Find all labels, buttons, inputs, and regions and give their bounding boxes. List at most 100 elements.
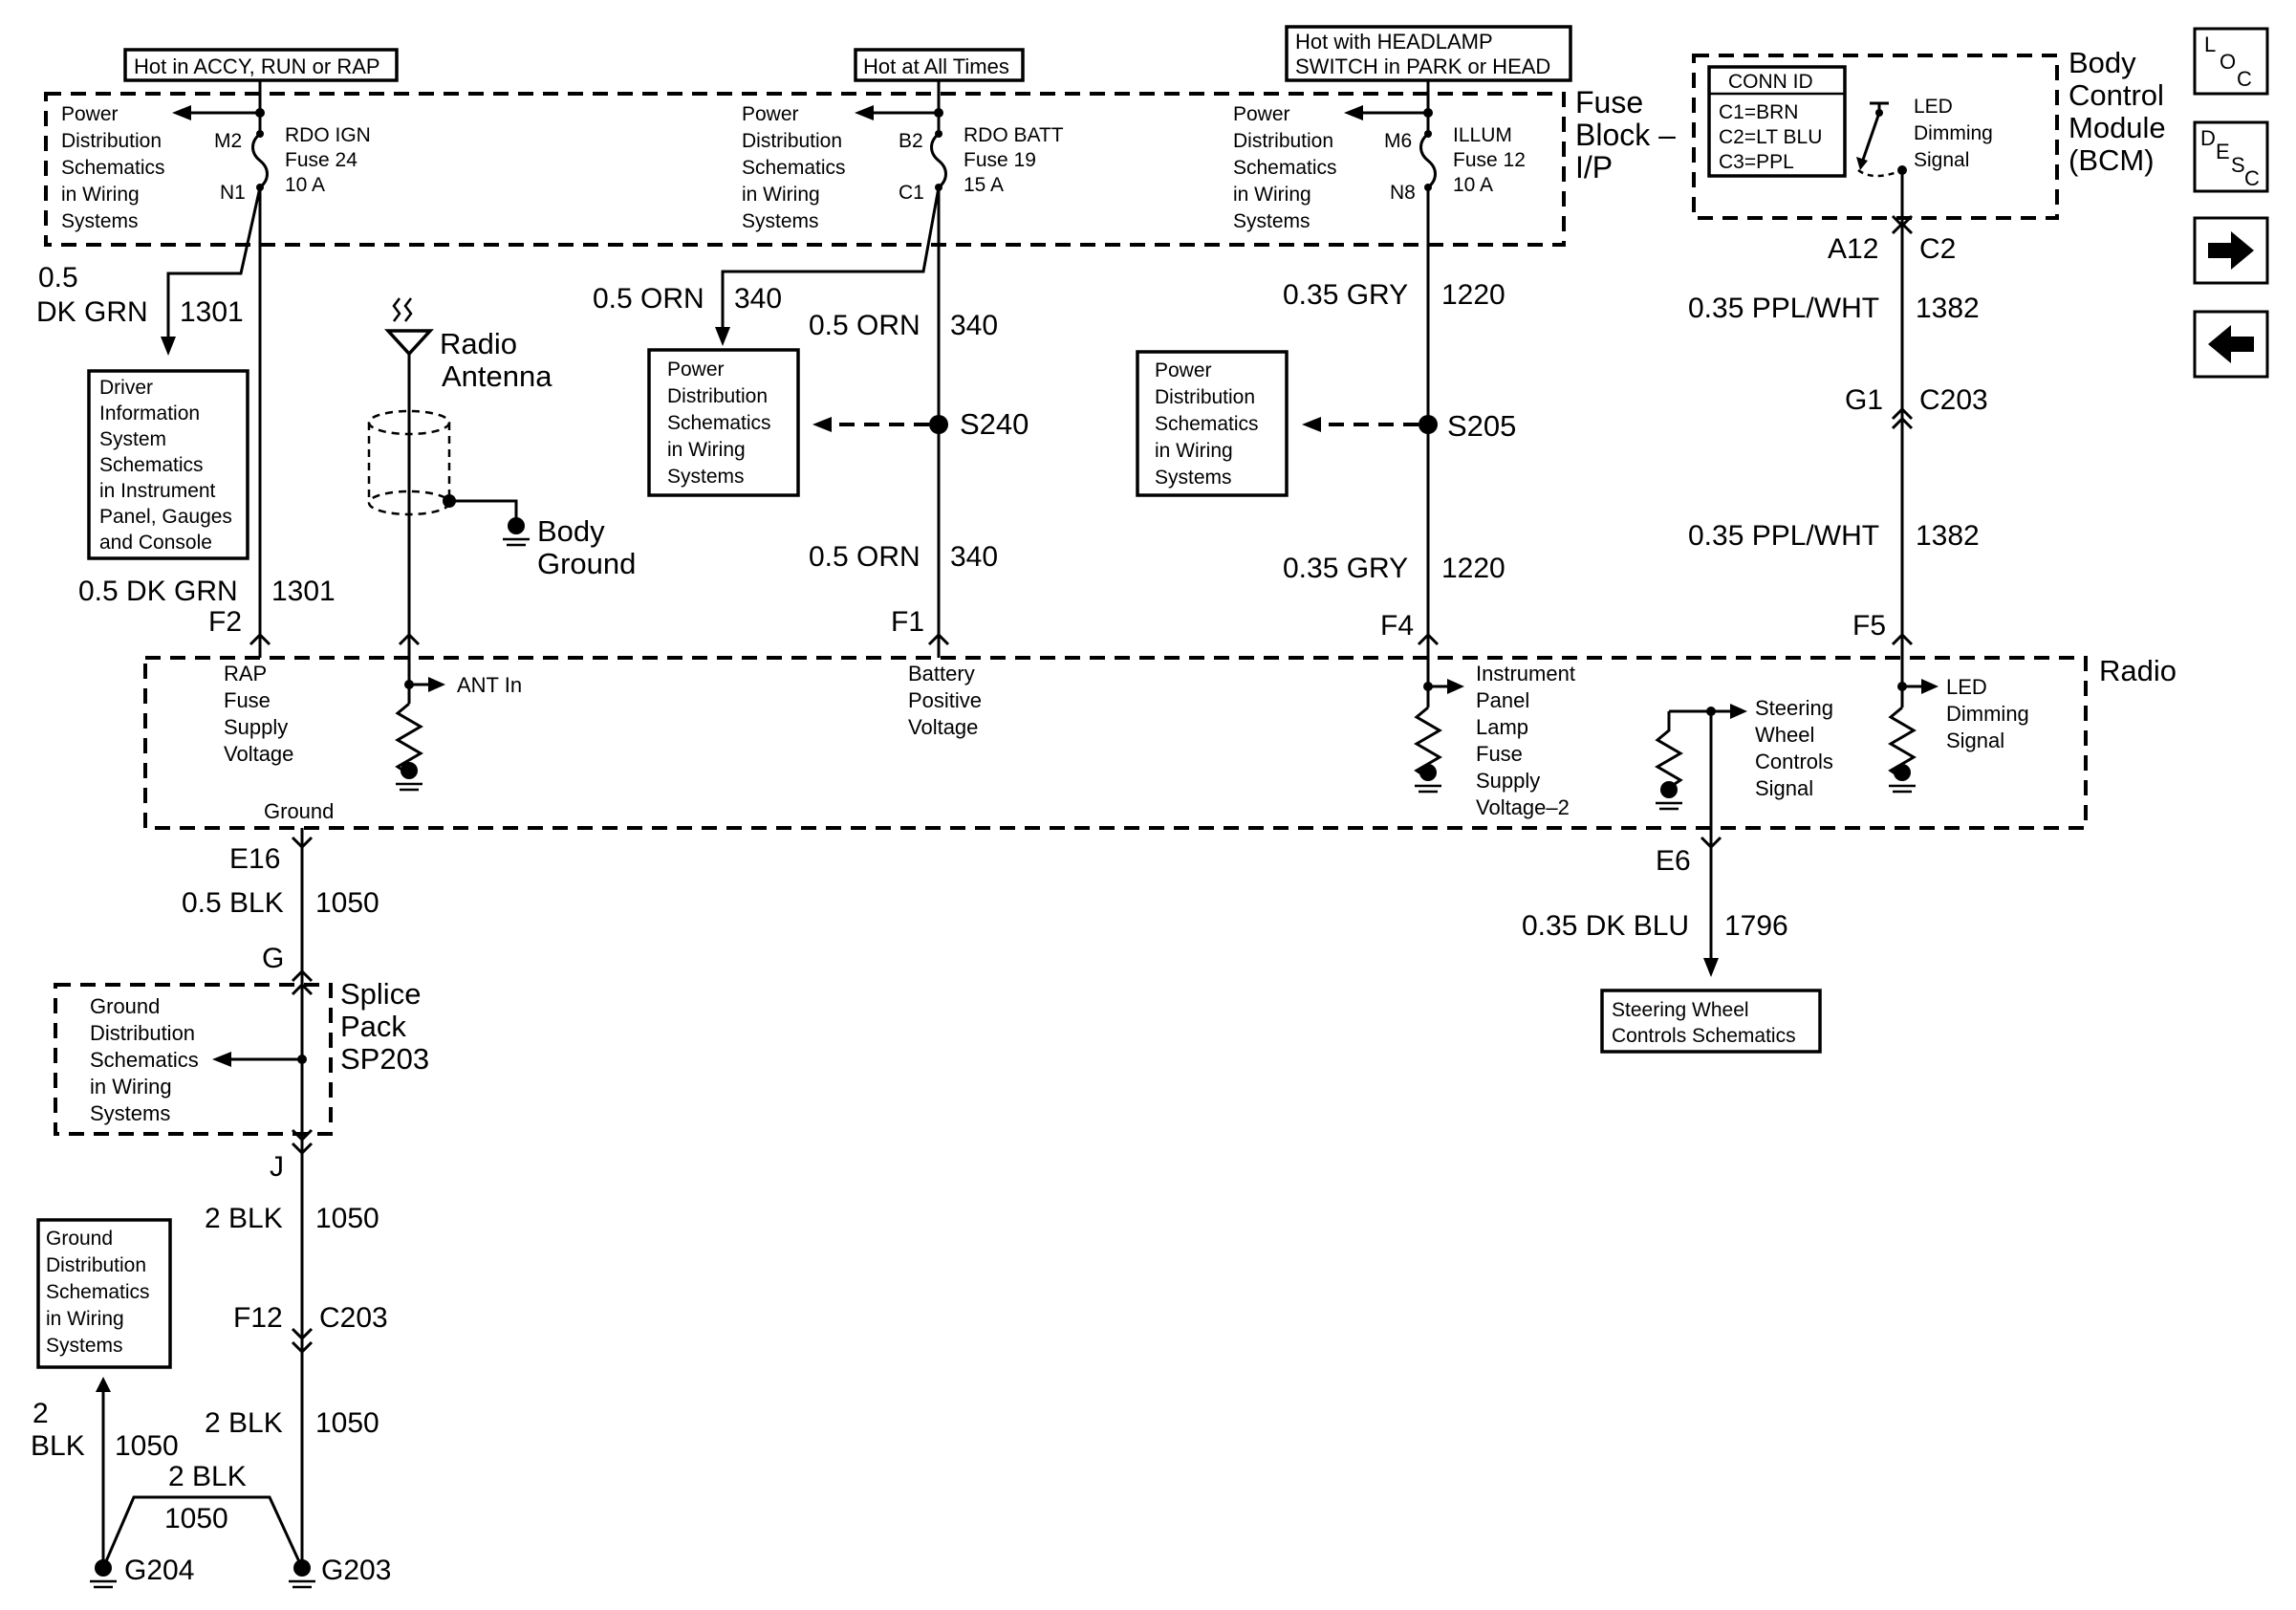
fuse-24: M2 N1 RDO IGN Fuse 24 10 A xyxy=(172,80,371,204)
fuse-19: B2 C1 RDO BATT Fuse 19 15 A xyxy=(855,80,1064,204)
pd-schematics-box-1[interactable]: Power Distribution Schematics in Wiring … xyxy=(647,348,800,497)
desc-d: D xyxy=(2200,126,2216,150)
desc-c: C xyxy=(2244,166,2260,190)
fuse12-amp: 10 A xyxy=(1453,174,1493,196)
w1382-upper-circuit: 1382 xyxy=(1916,293,1980,324)
conn-c203-lower: C203 xyxy=(319,1302,388,1334)
arrow-left-icon xyxy=(1302,417,1321,432)
ground-icon xyxy=(1660,781,1678,798)
radio-rap-input: RAP Fuse Supply Voltage xyxy=(224,635,293,766)
bcm-label-line: Control xyxy=(2069,78,2164,112)
next-page-button[interactable] xyxy=(2193,216,2269,285)
loc-l: L xyxy=(2204,33,2216,56)
pd-line: Distribution xyxy=(1233,130,1333,152)
pd-line: Power xyxy=(1233,103,1290,125)
gd-schematics-box[interactable]: Ground Distribution Schematics in Wiring… xyxy=(36,1218,172,1369)
bcm-pin-a12: A12 xyxy=(1828,233,1878,265)
pd-line: Distribution xyxy=(61,130,162,152)
arrow-left-icon xyxy=(812,417,832,432)
pd-line: Distribution xyxy=(742,130,842,152)
dis-line: Schematics xyxy=(99,454,204,476)
pd-box-line: Schematics xyxy=(667,412,771,434)
gd-line: Ground xyxy=(90,994,160,1018)
batt-line: Positive xyxy=(908,688,982,712)
radio-antenna: Radio Antenna Body Ground xyxy=(367,297,636,635)
w1301-lower-label: 0.5 DK GRN xyxy=(78,576,238,607)
splice-s205 xyxy=(1419,415,1438,434)
conn-f12: F12 xyxy=(233,1302,283,1334)
conn-id-line: C1=BRN xyxy=(1719,101,1798,123)
bcm-label-line: Body xyxy=(2069,46,2136,79)
w1220-upper-label: 0.35 GRY xyxy=(1283,279,1408,311)
w1301-top-circuit: 1301 xyxy=(180,296,244,328)
fuse19-amp: 15 A xyxy=(964,174,1004,196)
bcm-label-line: (BCM) xyxy=(2069,143,2155,177)
arrow-up-icon xyxy=(96,1377,111,1392)
pd-box-line: Distribution xyxy=(1155,386,1255,408)
bcm-led-line: Dimming xyxy=(1914,122,1993,144)
batt-line: Battery xyxy=(908,662,975,685)
swc-schematics-box[interactable]: Steering Wheel Controls Schematics xyxy=(1600,989,1822,1054)
ant-in-label: ANT In xyxy=(457,673,522,697)
body-ground-line2: Ground xyxy=(537,547,636,580)
radio-led-dimming-input: LED Dimming Signal xyxy=(1888,635,2029,794)
antenna-icon xyxy=(384,329,434,357)
w1382-lower-circuit: 1382 xyxy=(1916,520,1980,552)
radio-ant-in: ANT In xyxy=(395,635,522,792)
w1220-upper-circuit: 1220 xyxy=(1441,279,1505,311)
pd-line: Power xyxy=(742,103,799,125)
dis-line: System xyxy=(99,428,166,450)
gd-box-line: Schematics xyxy=(46,1281,150,1303)
desc-e: E xyxy=(2216,140,2230,163)
wire-1220: 0.35 GRY 1220 S205 0.35 GRY 1220 F4 xyxy=(1283,187,1516,642)
w1301-lower-circuit: 1301 xyxy=(271,576,336,607)
fuse-block-label: Fuse Block – I/P xyxy=(1575,85,1676,185)
gd-line: Systems xyxy=(90,1101,170,1125)
conn-id-line: C3=PPL xyxy=(1719,151,1794,173)
ground-g203: G203 xyxy=(289,1555,391,1589)
conn-f4: F4 xyxy=(1380,610,1414,642)
dis-schematics-box[interactable]: Driver Information System Schematics in … xyxy=(87,369,249,560)
rap-line: Supply xyxy=(224,715,288,739)
w1301-top-size: 0.5 xyxy=(38,262,78,294)
w1050-small-circuit: 1050 xyxy=(315,887,379,919)
prev-page-button[interactable] xyxy=(2193,310,2269,379)
w1382-lower-label: 0.35 PPL/WHT xyxy=(1688,520,1879,552)
w1220-lower-circuit: 1220 xyxy=(1441,553,1505,584)
header-headlamp-line1: Hot with HEADLAMP xyxy=(1295,30,1493,54)
dis-line: in Instrument xyxy=(99,480,216,502)
w1050-g204-size: 2 xyxy=(32,1398,49,1429)
dis-line: and Console xyxy=(99,532,212,554)
fuse24-amp: 10 A xyxy=(285,174,325,196)
arrow-left-icon xyxy=(172,105,191,120)
bcm-conn-id-box: CONN ID C1=BRN C2=LT BLU C3=PPL xyxy=(1707,65,1847,178)
desc-button[interactable]: D E S C xyxy=(2193,120,2269,193)
w1050-jumper-circuit: 1050 xyxy=(164,1503,228,1534)
batt-line: Voltage xyxy=(908,715,978,739)
w1796-label: 0.35 DK BLU xyxy=(1522,910,1689,942)
ground-icon xyxy=(1419,764,1437,781)
fuse-block-label-2: Block – xyxy=(1575,118,1676,152)
arrow-left-icon xyxy=(212,1052,231,1067)
w1301-top-color: DK GRN xyxy=(36,296,148,328)
ipl-line: Voltage–2 xyxy=(1476,795,1570,819)
pd-box-line: Systems xyxy=(1155,467,1232,489)
splice-line: Pack xyxy=(340,1010,406,1043)
fuse-pd-ref-1: Power Distribution Schematics in Wiring … xyxy=(61,103,165,232)
w1050-big-label-2: 2 BLK xyxy=(205,1407,283,1439)
conn-id-line: C2=LT BLU xyxy=(1719,126,1822,148)
pd-line: Power xyxy=(61,103,119,125)
gd-line: Distribution xyxy=(90,1021,195,1045)
ipl-line: Lamp xyxy=(1476,715,1528,739)
fuse12-in-label: M6 xyxy=(1384,130,1412,152)
w340-branch-label: 0.5 ORN xyxy=(593,283,704,315)
w1050-g204-color: BLK xyxy=(31,1430,85,1462)
g204-label: G204 xyxy=(124,1555,194,1586)
pd-schematics-box-2[interactable]: Power Distribution Schematics in Wiring … xyxy=(1136,350,1289,497)
loc-button[interactable]: L O C xyxy=(2193,27,2269,96)
fuse24-in-label: M2 xyxy=(214,130,242,152)
pd-box-line: Power xyxy=(1155,359,1212,381)
pd-box-line: Power xyxy=(667,359,725,381)
pd-box-line: in Wiring xyxy=(1155,440,1233,462)
